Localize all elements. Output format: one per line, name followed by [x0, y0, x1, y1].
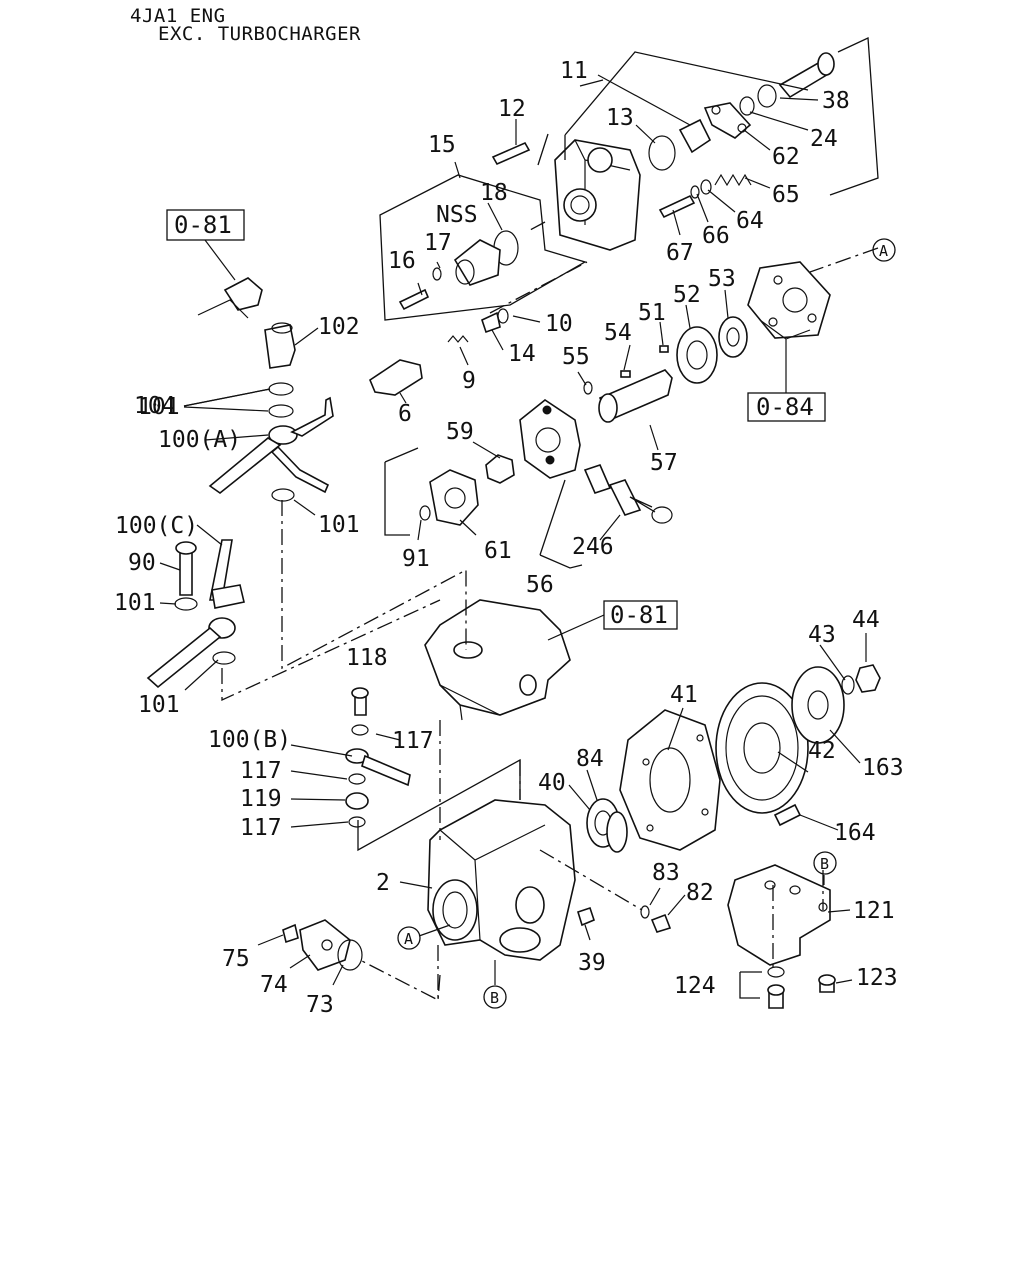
pump-body-drawing	[427, 799, 576, 961]
label-part-83: 83	[652, 860, 680, 886]
label-part-42: 42	[808, 738, 836, 764]
label-part-61: 61	[484, 538, 512, 564]
label-part-6: 6	[398, 401, 412, 427]
label-part-14: 14	[508, 341, 536, 367]
label-part-62: 62	[772, 144, 800, 170]
label-part-101-e: 101	[138, 692, 180, 718]
circled-ref-b-body: B	[490, 989, 499, 1007]
label-part-101-d: 101	[114, 590, 156, 616]
label-part-118: 118	[346, 645, 388, 671]
label-part-2: 2	[376, 870, 390, 896]
label-part-246: 246	[572, 534, 614, 560]
label-part-18: 18	[480, 180, 508, 206]
label-part-56: 56	[526, 572, 554, 598]
label-nss: NSS	[436, 202, 478, 228]
label-part-74: 74	[260, 972, 288, 998]
label-part-65: 65	[772, 182, 800, 208]
label-part-24: 24	[810, 126, 838, 152]
label-part-119: 119	[240, 786, 282, 812]
label-part-11: 11	[560, 58, 588, 84]
circled-ref-a-top: A	[879, 242, 888, 260]
label-part-17: 17	[424, 230, 452, 256]
label-part-16: 16	[388, 248, 416, 274]
label-part-75: 75	[222, 946, 250, 972]
drive-gear-drawing	[577, 664, 881, 933]
label-part-55: 55	[562, 344, 590, 370]
label-part-13: 13	[606, 105, 634, 131]
pump-head-drawing	[424, 599, 571, 721]
label-part-124: 124	[674, 973, 716, 999]
ref-box-0-84: 0-84	[756, 393, 814, 421]
label-part-12: 12	[498, 96, 526, 122]
label-part-101-a: 101	[138, 394, 180, 420]
label-part-9: 9	[462, 368, 476, 394]
label-part-90: 90	[128, 550, 156, 576]
label-part-66: 66	[702, 223, 730, 249]
governor-cover-drawing	[369, 52, 835, 396]
label-part-121: 121	[853, 898, 895, 924]
label-part-54: 54	[604, 320, 632, 346]
label-part-102: 102	[318, 314, 360, 340]
label-part-52: 52	[673, 282, 701, 308]
label-part-41: 41	[670, 682, 698, 708]
label-part-100a: 100(A)	[158, 427, 241, 453]
bracket-drawing	[727, 864, 836, 1009]
label-part-73: 73	[306, 992, 334, 1018]
label-part-44: 44	[852, 607, 880, 633]
label-part-53: 53	[708, 266, 736, 292]
label-part-163: 163	[862, 755, 904, 781]
label-part-51: 51	[638, 300, 666, 326]
label-part-57: 57	[650, 450, 678, 476]
label-part-104: 104	[134, 393, 176, 419]
label-part-123: 123	[856, 965, 898, 991]
label-part-84: 84	[576, 746, 604, 772]
label-part-117-a: 117	[392, 728, 434, 754]
label-part-67: 67	[666, 240, 694, 266]
circled-ref-b-bracket: B	[820, 855, 829, 873]
label-part-117-b: 117	[240, 758, 282, 784]
label-part-101-c: 101	[318, 512, 360, 538]
label-part-164: 164	[834, 820, 876, 846]
label-part-64: 64	[736, 208, 764, 234]
label-part-38: 38	[822, 88, 850, 114]
label-part-82: 82	[686, 880, 714, 906]
banjo-b-drawing	[345, 687, 411, 828]
drive-assembly-drawing	[419, 261, 831, 526]
banjo-c-drawing	[146, 539, 245, 689]
label-part-91: 91	[402, 546, 430, 572]
label-part-100b: 100(B)	[208, 727, 291, 753]
label-part-40: 40	[538, 770, 566, 796]
label-part-15: 15	[428, 132, 456, 158]
banjo-a-drawing	[208, 382, 334, 502]
header-engine: 4JA1 ENG	[130, 5, 226, 27]
header-variant: EXC. TURBOCHARGER	[158, 23, 361, 45]
label-part-43: 43	[808, 622, 836, 648]
label-part-59: 59	[446, 419, 474, 445]
ref-box-0-81-middle: 0-81	[610, 601, 668, 629]
circled-ref-a-body: A	[404, 930, 413, 948]
label-part-39: 39	[578, 950, 606, 976]
cover-plate-drawing	[282, 919, 363, 971]
label-part-100c: 100(C)	[115, 513, 198, 539]
ref-box-0-81-top: 0-81	[174, 211, 232, 239]
label-part-117-c: 117	[240, 815, 282, 841]
pressure-switch-drawing	[197, 239, 296, 369]
label-part-10: 10	[545, 311, 573, 337]
